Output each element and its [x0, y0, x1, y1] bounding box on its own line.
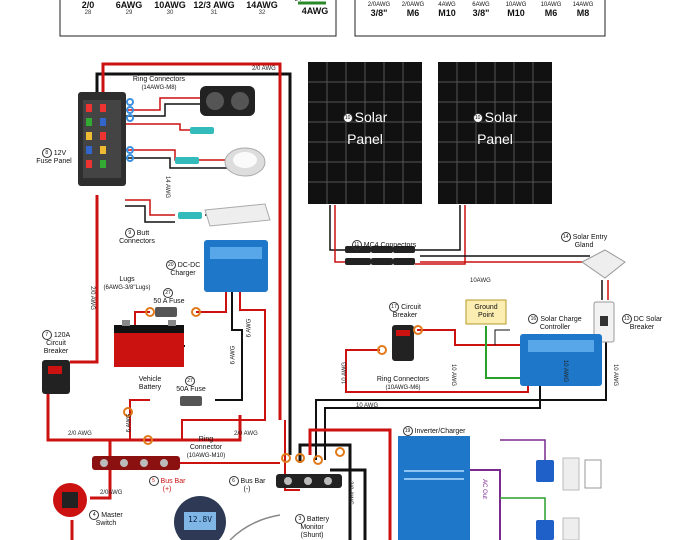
legend-left-item: 10AWG 30 [150, 0, 190, 16]
legend-extra-num: 34 [294, 0, 302, 3]
legend-right-item: 14AWG M8 [572, 2, 594, 18]
solar-entry-gland-shape [581, 249, 626, 279]
legend-num: 29 [125, 10, 133, 16]
dome-light-shape [224, 147, 266, 177]
dc-solar-breaker-shape [593, 301, 615, 343]
legend-gauge: 14AWG [246, 0, 278, 10]
battery-monitor-shape [174, 496, 226, 540]
legend-num: 31 [210, 10, 218, 16]
ground-point-shape [465, 299, 507, 325]
vehicle-battery-shape [114, 320, 184, 367]
legend-left-item: 12/3 AWG 31 [192, 0, 236, 16]
solar-panel-1-shape [308, 62, 422, 204]
ring-connectors-mid-label: Ring Connectors(10AWG-M6) [376, 376, 430, 391]
inverter-shape [398, 436, 470, 540]
legend-right-item: 2/0AWG 3/8" [367, 2, 391, 18]
legend-right-item: 10AWG M6 [540, 2, 562, 18]
legend-left-item: 14AWG 32 [240, 0, 284, 16]
wire-label: 10AWG [470, 278, 491, 284]
wire-label: 10 AWG [342, 361, 349, 385]
wire-label: 2/0 AWG [68, 431, 92, 437]
bus-bar-pos-shape [92, 456, 180, 470]
wire-label: 10 AWG [450, 363, 457, 387]
ring-connectors-top-label: Ring Connectors(14AWG-M8) [132, 76, 186, 91]
wire-label: 2/0 AWG [346, 481, 353, 505]
wire-label: AC Out [480, 479, 487, 499]
fuse-panel-shape [78, 92, 126, 186]
wire-label: 6 AWG [230, 345, 237, 365]
legend-gauge: 6AWG [115, 0, 143, 10]
wire-label: 6 AWG [126, 413, 133, 433]
wire-label: 10 AWG [612, 363, 619, 387]
butt-connector-shape [178, 212, 202, 219]
legend-gauge: 10AWG [154, 0, 186, 10]
solar-charge-controller-shape [520, 334, 602, 386]
legend-gauge: 12/3 AWG [193, 0, 235, 10]
legend-extra-gauge: 4AWG [301, 6, 329, 16]
wire-label: 2/0 AWG [88, 286, 95, 310]
legend-num: 28 [84, 10, 92, 16]
outlet-shapes [536, 457, 602, 540]
legend-left-item: 2/0 28 [70, 0, 106, 16]
vent-fan-shape [204, 203, 271, 227]
legend-box-right [354, 0, 606, 37]
legend-right-item: 4AWG M10 [438, 2, 456, 18]
solar-panel-2-shape [438, 62, 552, 204]
fuse-50a-top-shape [155, 307, 177, 317]
dcdc-charger-shape [204, 240, 268, 292]
legend-num: 30 [166, 10, 174, 16]
bus-bar-neg-shape [276, 474, 342, 488]
legend-box-left [59, 0, 337, 37]
legend-right-item: 2/0AWG M6 [401, 2, 425, 18]
legend-gauge: 2/0 [81, 0, 95, 10]
wire-label: 10 AWG [562, 359, 569, 383]
wire-label: 14 AWG [164, 175, 171, 199]
circuit-breaker-mid-shape [392, 325, 414, 361]
ground-wire [485, 326, 520, 379]
legend-num: 32 [258, 10, 266, 16]
circuit-breaker-120a-shape [42, 360, 70, 394]
usb-socket-shape [200, 86, 255, 116]
wire-label: 10 AWG [356, 403, 379, 409]
lugs-label: Lugs(6AWG-3/8"Lugs) [103, 276, 151, 291]
legend-right-item: 10AWG M10 [505, 2, 527, 18]
wire-label: 6 AWG [246, 318, 253, 338]
wire-fuse-to-breaker [70, 195, 99, 364]
fuse-50a-bottom-shape [180, 396, 202, 406]
wire-label: 2/0 AWG [234, 431, 258, 437]
wire-label: 2/0 AWG [252, 66, 276, 72]
legend-right-item: 6AWG 3/8" [472, 2, 490, 18]
wire-label: 2/0AWG [100, 490, 123, 496]
monitor-reading: 12.8V [187, 515, 213, 524]
master-switch-shape [53, 483, 87, 517]
legend-left-item: 6AWG 29 [110, 0, 148, 16]
